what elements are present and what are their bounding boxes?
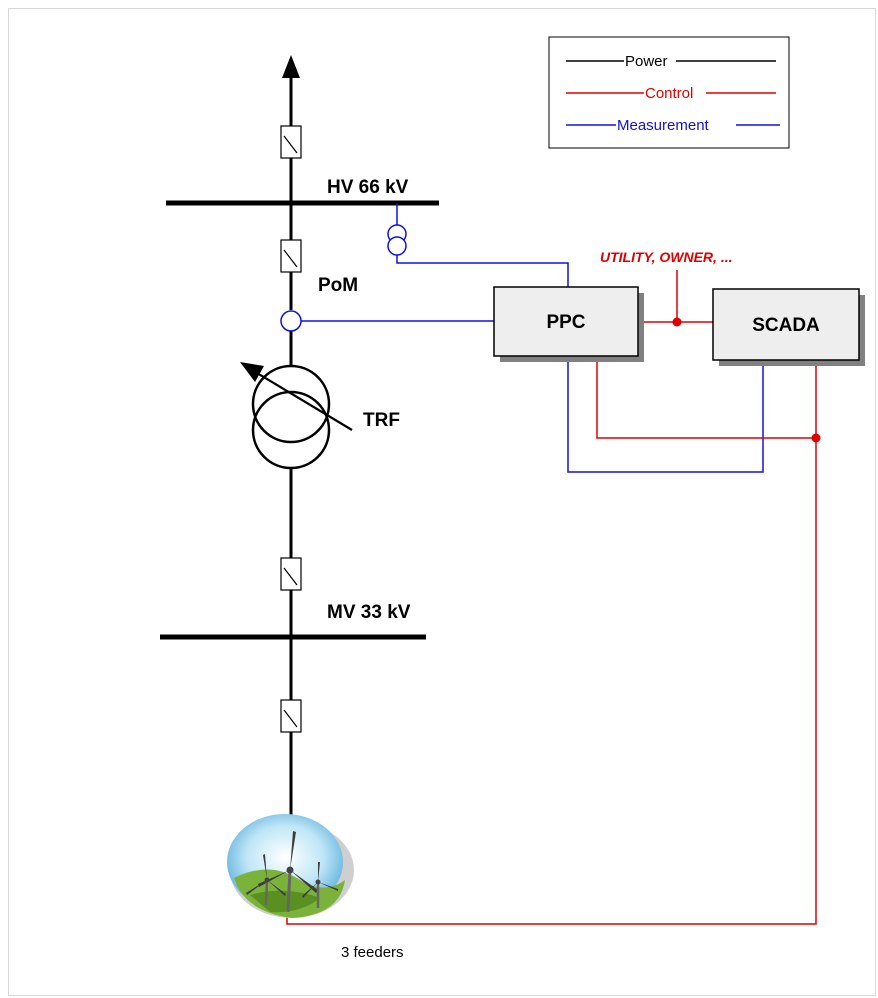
pom-label: PoM <box>318 275 358 296</box>
transformer-icon <box>251 364 353 470</box>
breaker-top <box>280 125 302 159</box>
control-junction-dot <box>672 317 682 327</box>
ppc-box[interactable]: PPC <box>493 286 644 362</box>
measurement-wiring <box>301 255 764 473</box>
wind-farm-icon <box>227 814 354 918</box>
control-wiring <box>286 270 817 925</box>
control-junction-dot <box>811 433 821 443</box>
feeders-label: 3 feeders <box>341 944 404 961</box>
pom-measurement-point <box>280 310 302 332</box>
scada-box[interactable]: SCADA <box>712 288 865 366</box>
breaker-feeder <box>280 699 302 733</box>
utility-label: UTILITY, OWNER, ... <box>600 249 733 265</box>
breaker-trf-mv <box>280 557 302 591</box>
legend-power-label: Power <box>625 53 668 70</box>
tap-changer-arrow-icon <box>240 362 264 382</box>
diagram-frame <box>8 8 876 996</box>
breaker-hv <box>280 239 302 273</box>
hv-bus-label: HV 66 kV <box>327 177 409 198</box>
ppc-label: PPC <box>546 312 585 333</box>
legend-measurement-label: Measurement <box>617 117 710 134</box>
trf-label: TRF <box>363 410 400 431</box>
voltage-transformer-icon <box>387 203 407 256</box>
legend-control-label: Control <box>645 85 693 102</box>
legend: Power Control Measurement <box>548 36 790 149</box>
mv-bus-label: MV 33 kV <box>327 602 411 623</box>
export-arrow-icon <box>282 55 300 78</box>
scada-label: SCADA <box>752 315 820 336</box>
